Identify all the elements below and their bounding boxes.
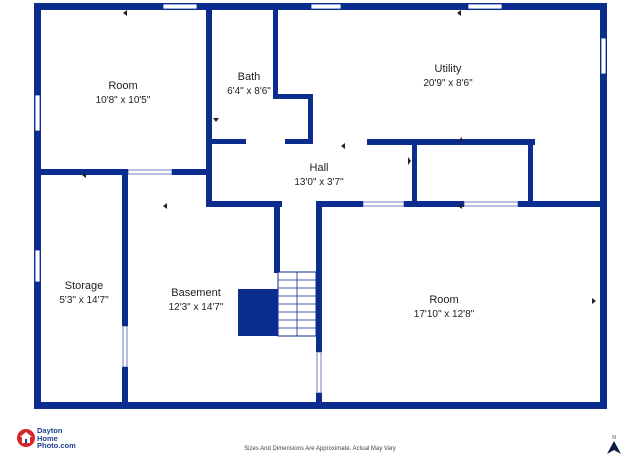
wall-utility-bottom (367, 139, 535, 145)
window (310, 3, 342, 10)
wall-storage-basement-bottom (122, 367, 128, 409)
bath-label-dims: 6'4" x 8'6" (227, 86, 271, 97)
wall-bath-step (273, 94, 313, 99)
doorway (127, 169, 173, 175)
wall-room2-top-b (518, 201, 607, 207)
doorway (316, 351, 322, 394)
wall-bath-utility (273, 3, 278, 99)
wall-hall-left (206, 139, 212, 207)
disclaimer-text: Sizes And Dimensions Are Approximate. Ac… (244, 446, 396, 452)
wall-storage-basement-top (122, 169, 128, 326)
window (467, 3, 503, 10)
room-labels: Room 10'8" x 10'5" Bath 6'4" x 8'6" Util… (59, 63, 474, 320)
room2-label-name: Room (429, 294, 458, 306)
hall-label-dims: 13'0" x 3'7" (294, 177, 344, 188)
outer-wall-left (34, 3, 41, 409)
wall-bath-bottom-left (206, 139, 246, 144)
wall-room2-top-a (404, 201, 464, 207)
logo-line-1: Dayton (37, 426, 63, 435)
room-label-name: Room (108, 80, 137, 92)
dimension-ticks (82, 10, 596, 304)
house-icon (17, 429, 35, 447)
windows (34, 3, 607, 394)
utility-label-dims: 20'9" x 8'6" (423, 78, 473, 89)
window (600, 37, 607, 75)
bath-label-name: Bath (238, 71, 261, 83)
stairs (277, 271, 317, 337)
wall-room-bottom-right (172, 169, 212, 175)
wall-stair-left (274, 201, 280, 273)
compass-label: N (612, 435, 616, 441)
north-compass: N (600, 432, 628, 456)
dayton-home-photo-logo: Dayton Home Photo.com (16, 427, 96, 451)
wall-basement-room2-bottom (316, 393, 322, 409)
wall-bath-bottom-right (285, 139, 313, 144)
logo-line-3: Photo.com (37, 441, 76, 450)
window (162, 3, 198, 10)
walls (34, 3, 607, 409)
window (34, 94, 41, 132)
doorway (362, 201, 405, 207)
wall-basement-room2-top (316, 201, 322, 352)
storage-label-dims: 5'3" x 14'7" (59, 295, 109, 306)
wall-closet-right (528, 139, 533, 207)
wall-hall-bottom-left (206, 201, 282, 207)
room2-label-dims: 17'10" x 12'8" (414, 309, 475, 320)
window (34, 249, 41, 283)
wall-room-bottom-left (34, 169, 126, 175)
doorway (463, 201, 519, 207)
wall-bath-step-down (308, 94, 313, 144)
compass-arrow-icon: N (607, 435, 621, 454)
room-label-dims: 10'8" x 10'5" (96, 95, 151, 106)
stair-landing (238, 289, 278, 336)
basement-label-dims: 12'3" x 14'7" (169, 302, 224, 313)
logo-line-2: Home (37, 433, 58, 443)
hall-label-name: Hall (310, 162, 329, 174)
storage-label-name: Storage (65, 280, 104, 292)
wall-hall-bottom-mid (316, 201, 363, 207)
wall-closet-left (412, 139, 417, 207)
basement-label-name: Basement (171, 287, 221, 299)
utility-label-name: Utility (435, 63, 462, 75)
doorway (122, 325, 128, 368)
wall-room-bath (206, 3, 212, 175)
